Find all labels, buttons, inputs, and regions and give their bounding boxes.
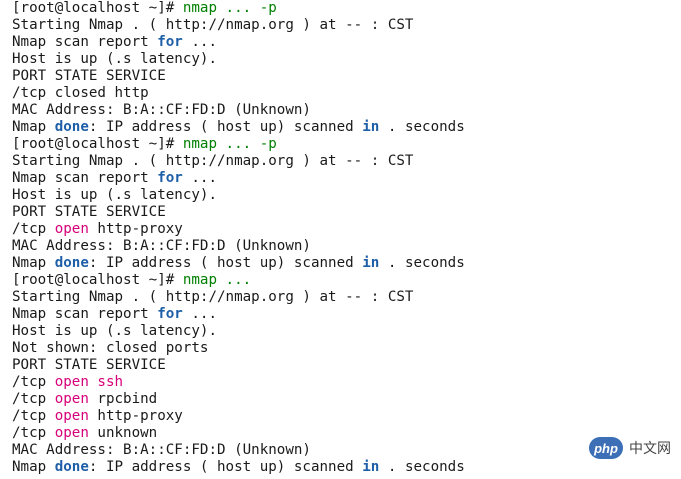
port-number: /tcp [12, 221, 55, 237]
done-middle: : IP address ( host up) scanned [88, 459, 363, 475]
port-row: /tcp open http-proxy [12, 408, 672, 425]
command-text: nmap ... -p [182, 136, 277, 152]
scan-report-prefix: Nmap scan report [12, 170, 158, 186]
keyword-in: in [362, 459, 380, 475]
host-up-line: Host is up (.s latency). [12, 187, 217, 203]
mac-address-line: MAC Address: B:A::CF:FD:D (Unknown) [12, 238, 311, 254]
port-state: open [54, 408, 89, 424]
port-state: open [54, 425, 89, 441]
done-suffix: . seconds [379, 119, 465, 135]
port-header-line: PORT STATE SERVICE [12, 204, 166, 220]
done-line: Nmap done: IP address ( host up) scanned… [12, 119, 672, 136]
port-state: closed [54, 85, 106, 101]
done-suffix: . seconds [379, 255, 465, 271]
scan-report-suffix: ... [182, 34, 218, 50]
shell-prompt: [root@localhost ~]# [12, 0, 183, 16]
port-number: /tcp [12, 374, 55, 390]
keyword-done: done [54, 459, 89, 475]
host-up-line: Host is up (.s latency). [12, 323, 217, 339]
keyword-in: in [362, 119, 380, 135]
prompt-line: [root@localhost ~]# nmap ... -p [12, 0, 672, 17]
done-prefix: Nmap [12, 255, 55, 271]
keyword-done: done [54, 255, 89, 271]
port-state: open [54, 221, 89, 237]
site-watermark: php 中文网 [589, 437, 671, 459]
shell-prompt: [root@localhost ~]# [12, 272, 183, 288]
port-state: open [54, 374, 89, 390]
port-number: /tcp [12, 85, 55, 101]
starting-line: Starting Nmap . ( http://nmap.org ) at -… [12, 153, 414, 169]
port-row: /tcp open http-proxy [12, 221, 672, 238]
host-up-line: Host is up (.s latency). [12, 51, 217, 67]
done-suffix: . seconds [379, 459, 465, 475]
port-row: /tcp open rpcbind [12, 391, 672, 408]
port-service: http [105, 85, 149, 101]
starting-line: Starting Nmap . ( http://nmap.org ) at -… [12, 289, 414, 305]
keyword-done: done [54, 119, 89, 135]
port-service: rpcbind [88, 391, 158, 407]
mac-address-line: MAC Address: B:A::CF:FD:D (Unknown) [12, 442, 311, 458]
scan-report-suffix: ... [182, 170, 218, 186]
command-text: nmap ... -p [182, 0, 277, 16]
keyword-for: for [157, 34, 183, 50]
watermark-text: 中文网 [629, 441, 671, 457]
done-middle: : IP address ( host up) scanned [88, 119, 363, 135]
prompt-line: [root@localhost ~]# nmap ... [12, 272, 672, 289]
scan-report-prefix: Nmap scan report [12, 34, 158, 50]
port-number: /tcp [12, 408, 55, 424]
keyword-in: in [362, 255, 380, 271]
port-service: http-proxy [88, 221, 183, 237]
port-row: /tcp closed http [12, 85, 672, 102]
port-state: open [54, 391, 89, 407]
starting-line: Starting Nmap . ( http://nmap.org ) at -… [12, 17, 414, 33]
port-number: /tcp [12, 425, 55, 441]
port-header-line: PORT STATE SERVICE [12, 357, 166, 373]
done-prefix: Nmap [12, 459, 55, 475]
prompt-line: [root@localhost ~]# nmap ... -p [12, 136, 672, 153]
mac-address-line: MAC Address: B:A::CF:FD:D (Unknown) [12, 102, 311, 118]
port-row: /tcp open unknown [12, 425, 672, 442]
port-header-line: PORT STATE SERVICE [12, 68, 166, 84]
keyword-for: for [157, 170, 183, 186]
port-row: /tcp open ssh [12, 374, 672, 391]
command-text: nmap ... [182, 272, 252, 288]
done-prefix: Nmap [12, 119, 55, 135]
php-logo-icon: php [589, 437, 623, 459]
port-service: unknown [88, 425, 158, 441]
shell-prompt: [root@localhost ~]# [12, 136, 183, 152]
scan-report-line: Nmap scan report for ... [12, 34, 672, 51]
terminal-output[interactable]: [root@localhost ~]# nmap ... -p Starting… [12, 0, 672, 476]
done-middle: : IP address ( host up) scanned [88, 255, 363, 271]
port-service: ssh [88, 374, 124, 390]
scan-report-prefix: Nmap scan report [12, 306, 158, 322]
not-shown-line: Not shown: closed ports [12, 340, 209, 356]
port-service: http-proxy [88, 408, 183, 424]
scan-report-line: Nmap scan report for ... [12, 306, 672, 323]
port-number: /tcp [12, 391, 55, 407]
scan-report-suffix: ... [182, 306, 218, 322]
done-line: Nmap done: IP address ( host up) scanned… [12, 459, 672, 476]
keyword-for: for [157, 306, 183, 322]
done-line: Nmap done: IP address ( host up) scanned… [12, 255, 672, 272]
scan-report-line: Nmap scan report for ... [12, 170, 672, 187]
